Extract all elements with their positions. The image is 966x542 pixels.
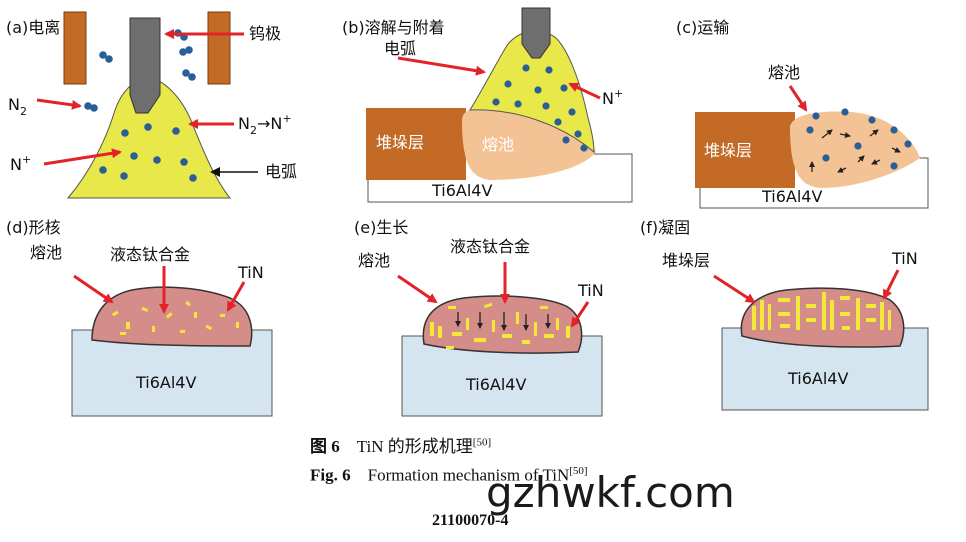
label-n-ion: N+	[10, 153, 31, 174]
label-substrate-f: Ti6Al4V	[787, 369, 848, 388]
label-tin-d: TiN	[237, 263, 264, 282]
arrow-tin-f	[882, 269, 900, 300]
arrow-n2	[36, 98, 82, 110]
panel-b-title: (b)溶解与附着	[342, 18, 445, 37]
label-pool-c: 熔池	[768, 63, 800, 82]
arrow-arc-b	[397, 56, 486, 76]
panel-d: (d)形核 Ti6Al4V 熔池 液态钛合金 TiN	[6, 218, 273, 417]
deposit-layer-c	[695, 112, 795, 188]
n-ions-b	[492, 64, 588, 152]
page-number: 21100070-4	[432, 512, 509, 529]
arc-plasma-b	[469, 30, 595, 154]
panel-a-title: (a)电离	[6, 18, 60, 37]
label-liquid-e: 液态钛合金	[450, 237, 530, 256]
arrow-n-ion-b	[568, 82, 601, 100]
panel-e: (e)生长 Ti6Al4V	[354, 218, 604, 417]
tungsten-electrode	[129, 17, 161, 114]
tungsten-electrode-b	[521, 7, 551, 59]
label-deposit-f: 堆垛层	[662, 251, 710, 270]
panel-e-title: (e)生长	[354, 218, 408, 237]
label-arc-b: 电弧	[384, 39, 416, 58]
flow-arrows-c	[809, 129, 901, 173]
copper-nozzle-left	[63, 11, 87, 85]
caption-cn-ref: [50]	[472, 436, 492, 449]
panel-d-title: (d)形核	[6, 218, 61, 237]
caption-en-label: Fig. 6	[310, 465, 351, 485]
label-tin-f: TiN	[891, 249, 918, 268]
arrow-pool-c	[788, 85, 808, 112]
growth-arrows-e	[455, 312, 551, 331]
label-deposit-c: 堆垛层	[704, 141, 752, 160]
label-substrate-e: Ti6Al4V	[465, 375, 526, 394]
label-tungsten: 钨极	[249, 24, 281, 43]
label-substrate-c: Ti6Al4V	[761, 187, 822, 206]
label-n2: N2	[8, 95, 27, 118]
deposit-layer-b	[366, 108, 466, 180]
label-pool-d: 熔池	[30, 243, 62, 262]
panel-f: (f)凝固 Ti6Al4V 堆垛层 TiN	[640, 218, 929, 411]
caption-cn: 图 6 TiN 的形成机理[50]	[310, 432, 491, 457]
label-ionization: N2→N+	[238, 112, 292, 137]
panel-a: (a)电离 钨极 N2 N2→N+ N+ 电弧	[6, 11, 297, 199]
tin-grains-e	[430, 302, 570, 349]
label-pool-b: 熔池	[482, 135, 514, 154]
caption-cn-label: 图 6	[310, 437, 340, 456]
panel-f-title: (f)凝固	[640, 218, 690, 237]
n-atoms-c	[806, 108, 912, 170]
arrow-pool-e	[397, 274, 438, 304]
n2-molecules	[84, 29, 196, 112]
tin-nuclei-d	[111, 300, 239, 335]
label-deposit-b: 堆垛层	[376, 133, 424, 152]
label-liquid-d: 液态钛合金	[110, 245, 190, 264]
label-n-ion-b: N+	[602, 87, 623, 108]
caption-en-text: Formation mechanism of TiN	[367, 465, 570, 485]
melt-pool-e	[422, 295, 583, 354]
melt-pool-c	[790, 111, 920, 188]
panel-c: (c)运输 Ti6Al4V 堆垛层 熔池	[676, 18, 929, 209]
arrow-n-ion	[43, 148, 122, 166]
panel-b: (b)溶解与附着 Ti6Al4V 堆垛层 熔池 电弧 N+	[342, 7, 633, 203]
arrow-pool-d	[73, 274, 114, 304]
arrow-tin-e	[570, 301, 590, 328]
label-pool-e: 熔池	[358, 251, 390, 270]
label-substrate-d: Ti6Al4V	[135, 373, 196, 392]
caption-en-ref: [50]	[569, 465, 588, 477]
n-ions	[99, 123, 197, 182]
arrow-deposit-f	[713, 274, 756, 304]
watermark: gzhwkf.com	[486, 468, 735, 517]
label-substrate-b: Ti6Al4V	[431, 181, 492, 200]
label-arc: 电弧	[265, 162, 297, 181]
melt-pool-d	[91, 286, 253, 347]
copper-nozzle-right	[207, 11, 231, 85]
panel-c-title: (c)运输	[676, 18, 729, 37]
caption-cn-text: TiN 的形成机理	[356, 437, 473, 456]
arrow-tin-d	[226, 281, 246, 312]
caption-en: Fig. 6 Formation mechanism of TiN[50]	[310, 465, 588, 486]
label-tin-e: TiN	[577, 281, 604, 300]
tin-dendrites-f	[752, 292, 891, 330]
